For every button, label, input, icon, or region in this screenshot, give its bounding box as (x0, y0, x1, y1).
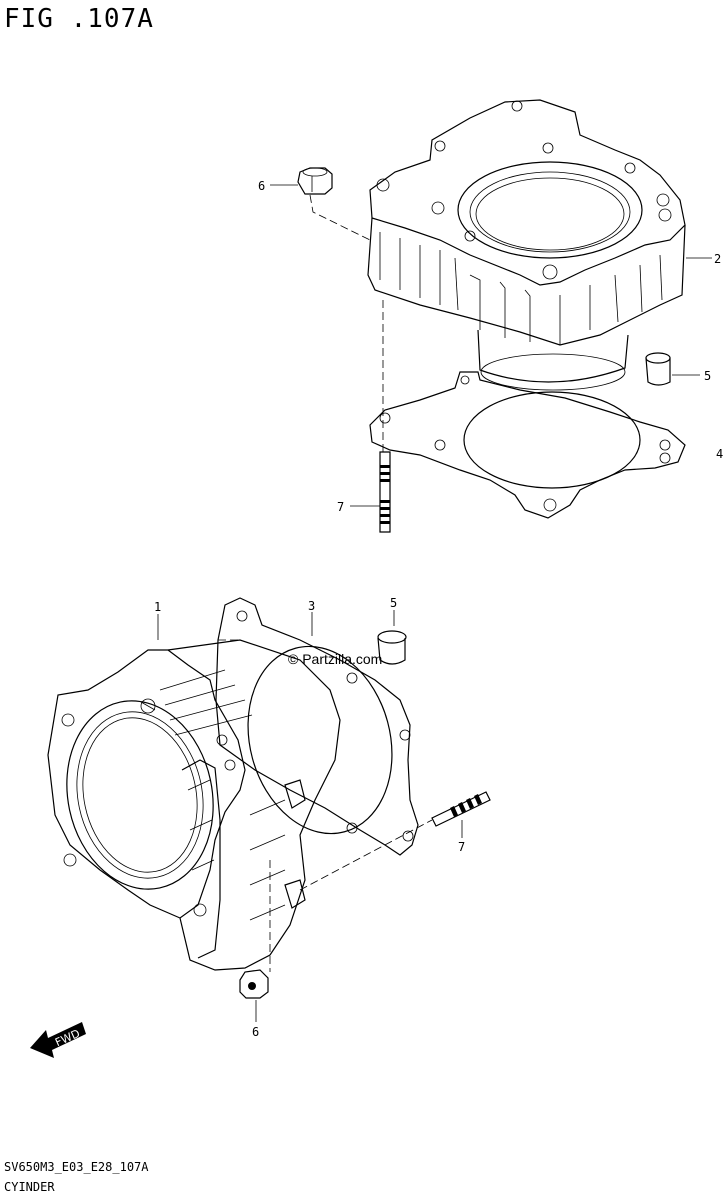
fwd-label: FWD (53, 1027, 82, 1049)
top-cylinder-assembly: 6 2 5 4 7 (258, 99, 723, 533)
callout-bot-6: 6 (252, 1025, 259, 1039)
bottom-head-gasket (215, 597, 419, 856)
callout-top-6: 6 (258, 179, 265, 193)
callout-top-5: 5 (704, 369, 711, 383)
figure-code: SV650M3_E03_E28_107A (4, 1160, 149, 1174)
top-base-gasket (369, 371, 686, 519)
figure-title: FIG .107A (4, 4, 154, 34)
callout-bot-7: 7 (458, 840, 465, 854)
callout-top-4: 4 (716, 447, 723, 461)
callout-bot-5: 5 (390, 596, 397, 610)
callout-bot-3: 3 (308, 599, 315, 613)
fwd-arrow-icon: FWD (30, 1022, 86, 1058)
top-dowel-pin (645, 352, 671, 386)
bottom-cylinder-assembly: FWD 1 3 5 7 6 © Partzilla.com (30, 596, 491, 1058)
watermark: © Partzilla.com (288, 651, 382, 667)
callout-top-7: 7 (337, 500, 344, 514)
bottom-stud-bolt (431, 791, 491, 827)
callout-bot-1: 1 (154, 600, 161, 614)
top-nut (297, 167, 333, 195)
bottom-stud-path (299, 819, 433, 891)
callout-top-2: 2 (714, 252, 721, 266)
top-stud-bolt (379, 451, 391, 533)
figure-name: CYINDER (4, 1180, 55, 1194)
top-nut-path (309, 194, 371, 241)
bottom-cylinder-block (47, 639, 341, 971)
bottom-nut (239, 969, 269, 999)
bottom-dowel-pin (377, 630, 407, 665)
top-cylinder-block (367, 99, 686, 391)
